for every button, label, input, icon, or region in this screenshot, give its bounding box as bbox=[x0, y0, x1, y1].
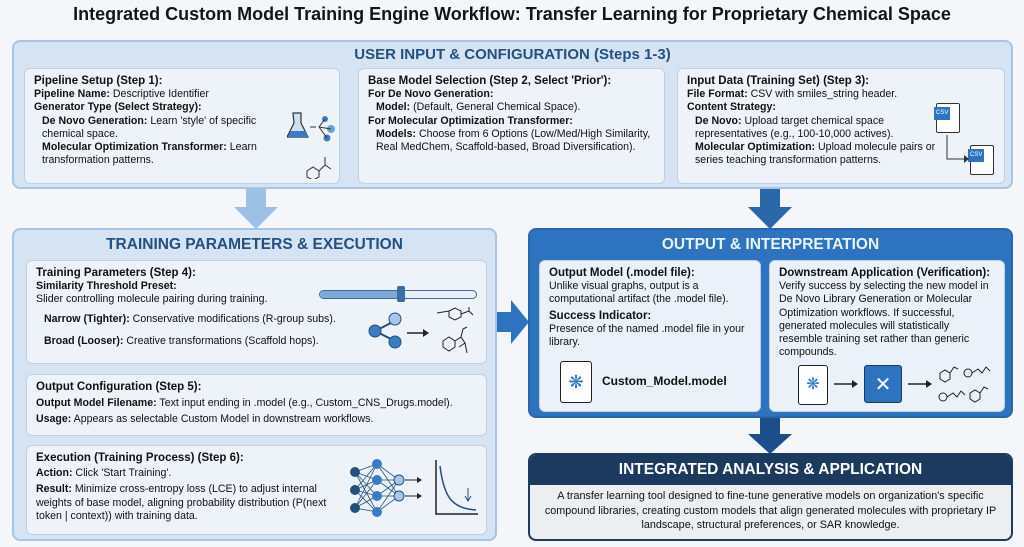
down-arrow-icon bbox=[748, 189, 792, 229]
integrated-body: A transfer learning tool designed to fin… bbox=[544, 490, 997, 531]
arrow-icon bbox=[908, 380, 932, 388]
csv-file-icon: CSV bbox=[968, 145, 994, 175]
label: De Novo Generation: bbox=[42, 114, 148, 127]
output-header: OUTPUT & INTERPRETATION bbox=[661, 236, 880, 253]
pipeline-setup-card: Pipeline Setup (Step 1): Pipeline Name: … bbox=[24, 68, 340, 184]
down-arrow-icon bbox=[748, 418, 792, 454]
value: Conservative modifications (R-group subs… bbox=[129, 312, 336, 325]
label: For Molecular Optimization Transformer: bbox=[368, 114, 573, 127]
value: Unlike visual graphs, output is a comput… bbox=[549, 280, 729, 306]
output-configuration-card: Output Configuration (Step 5): Output Mo… bbox=[26, 374, 487, 436]
output-panel: OUTPUT & INTERPRETATION Output Model (.m… bbox=[528, 228, 1013, 418]
label: Action: bbox=[36, 467, 73, 480]
value: Choose from 6 Options (Low/Med/High Simi… bbox=[376, 127, 651, 154]
value: Click 'Start Training'. bbox=[72, 467, 172, 480]
right-arrow-icon bbox=[497, 300, 529, 344]
card-title: Output Model (.model file): bbox=[549, 267, 695, 279]
model-filename: Custom_Model.model bbox=[602, 374, 727, 388]
label: For De Novo Generation: bbox=[368, 88, 494, 101]
value: Text input ending in .model (e.g., Custo… bbox=[156, 397, 453, 410]
execution-card: Execution (Training Process) (Step 6): A… bbox=[26, 445, 487, 535]
value: Upload target chemical space representat… bbox=[695, 114, 894, 140]
label: Molecular Optimization: bbox=[695, 141, 816, 154]
model-file-icon: ❋ bbox=[798, 365, 828, 405]
flask-molecule-icon bbox=[287, 112, 335, 179]
user-input-panel: USER INPUT & CONFIGURATION (Steps 1-3) P… bbox=[12, 40, 1013, 189]
integrated-analysis-panel: INTEGRATED ANALYSIS & APPLICATION A tran… bbox=[528, 453, 1013, 541]
value: Upload molecule pairs or series teaching… bbox=[695, 141, 936, 167]
label: Pipeline Name: bbox=[34, 88, 110, 101]
value: Verify success by selecting the new mode… bbox=[779, 280, 989, 359]
value: Learn transformation patterns. bbox=[42, 141, 257, 167]
value: Presence of the named .model file in you… bbox=[549, 322, 745, 349]
label: Content Strategy: bbox=[687, 101, 776, 114]
file-label: CSV bbox=[934, 107, 951, 121]
label: Narrow (Tighter): bbox=[44, 312, 130, 325]
value: CSV with smiles_string header. bbox=[747, 88, 898, 101]
card-title: Downstream Application (Verification): bbox=[779, 267, 991, 279]
training-panel: TRAINING PARAMETERS & EXECUTION Training… bbox=[12, 228, 497, 541]
value: Creative transformations (Scaffold hops)… bbox=[123, 334, 319, 347]
similarity-slider[interactable] bbox=[319, 286, 477, 302]
card-title: Output Configuration (Step 5): bbox=[36, 381, 202, 393]
card-title: Pipeline Setup (Step 1): bbox=[34, 75, 163, 87]
slider-thumb[interactable] bbox=[397, 286, 406, 302]
card-title: Training Parameters (Step 4): bbox=[36, 267, 196, 279]
base-model-card: Base Model Selection (Step 2, Select 'Pr… bbox=[358, 68, 665, 184]
arrow-icon bbox=[946, 135, 969, 163]
label: De Novo: bbox=[695, 114, 742, 127]
label: Output Model Filename: bbox=[36, 397, 157, 410]
training-header: TRAINING PARAMETERS & EXECUTION bbox=[106, 236, 403, 253]
value: (Default, General Chemical Space). bbox=[410, 101, 581, 114]
value: Descriptive Identifier bbox=[109, 88, 209, 101]
loss-curve-icon bbox=[435, 460, 478, 515]
training-parameters-card: Training Parameters (Step 4): Similarity… bbox=[26, 260, 487, 364]
label: Models: bbox=[376, 127, 417, 140]
label: Success Indicator: bbox=[549, 309, 652, 322]
down-arrow-icon bbox=[234, 189, 278, 229]
card-title: Base Model Selection (Step 2, Select 'Pr… bbox=[368, 75, 612, 87]
downstream-application-card: Downstream Application (Verification): V… bbox=[769, 260, 1005, 412]
label: Result: bbox=[36, 483, 72, 496]
value: Learn 'style' of specific chemical space… bbox=[42, 114, 257, 140]
label: Broad (Looser): bbox=[44, 334, 124, 347]
label: Usage: bbox=[36, 413, 72, 426]
csv-file-icon: CSV bbox=[934, 103, 960, 133]
label: Generator Type (Select Strategy): bbox=[34, 101, 202, 114]
molecule-transform-icon bbox=[368, 307, 474, 354]
card-title: Execution (Training Process) (Step 6): bbox=[36, 452, 244, 464]
label: Model: bbox=[376, 101, 411, 114]
diagram-title: Integrated Custom Model Training Engine … bbox=[73, 4, 951, 24]
slider-fill bbox=[320, 291, 402, 298]
model-file-icon: ❋ bbox=[560, 361, 592, 403]
user-input-header: USER INPUT & CONFIGURATION (Steps 1-3) bbox=[354, 46, 671, 63]
input-data-card: Input Data (Training Set) (Step 3): File… bbox=[677, 68, 1005, 184]
card-title: Input Data (Training Set) (Step 3): bbox=[687, 75, 870, 87]
value: Slider controlling molecule pairing duri… bbox=[36, 293, 268, 306]
label: Similarity Threshold Preset: bbox=[36, 280, 177, 293]
label: Molecular Optimization Transformer: bbox=[42, 141, 227, 154]
file-label: CSV bbox=[968, 149, 985, 163]
value: Minimize cross-entropy loss (LCE) to adj… bbox=[36, 483, 327, 522]
arrow-icon bbox=[834, 380, 858, 388]
value: Appears as selectable Custom Model in do… bbox=[71, 413, 374, 426]
integrated-header: INTEGRATED ANALYSIS & APPLICATION bbox=[530, 455, 1011, 485]
tools-window-icon: ✕ bbox=[864, 365, 902, 403]
generated-molecules-icon bbox=[938, 366, 991, 403]
neural-network-icon bbox=[350, 459, 422, 517]
output-model-card: Output Model (.model file): Unlike visua… bbox=[539, 260, 761, 412]
label: File Format: bbox=[687, 88, 748, 101]
